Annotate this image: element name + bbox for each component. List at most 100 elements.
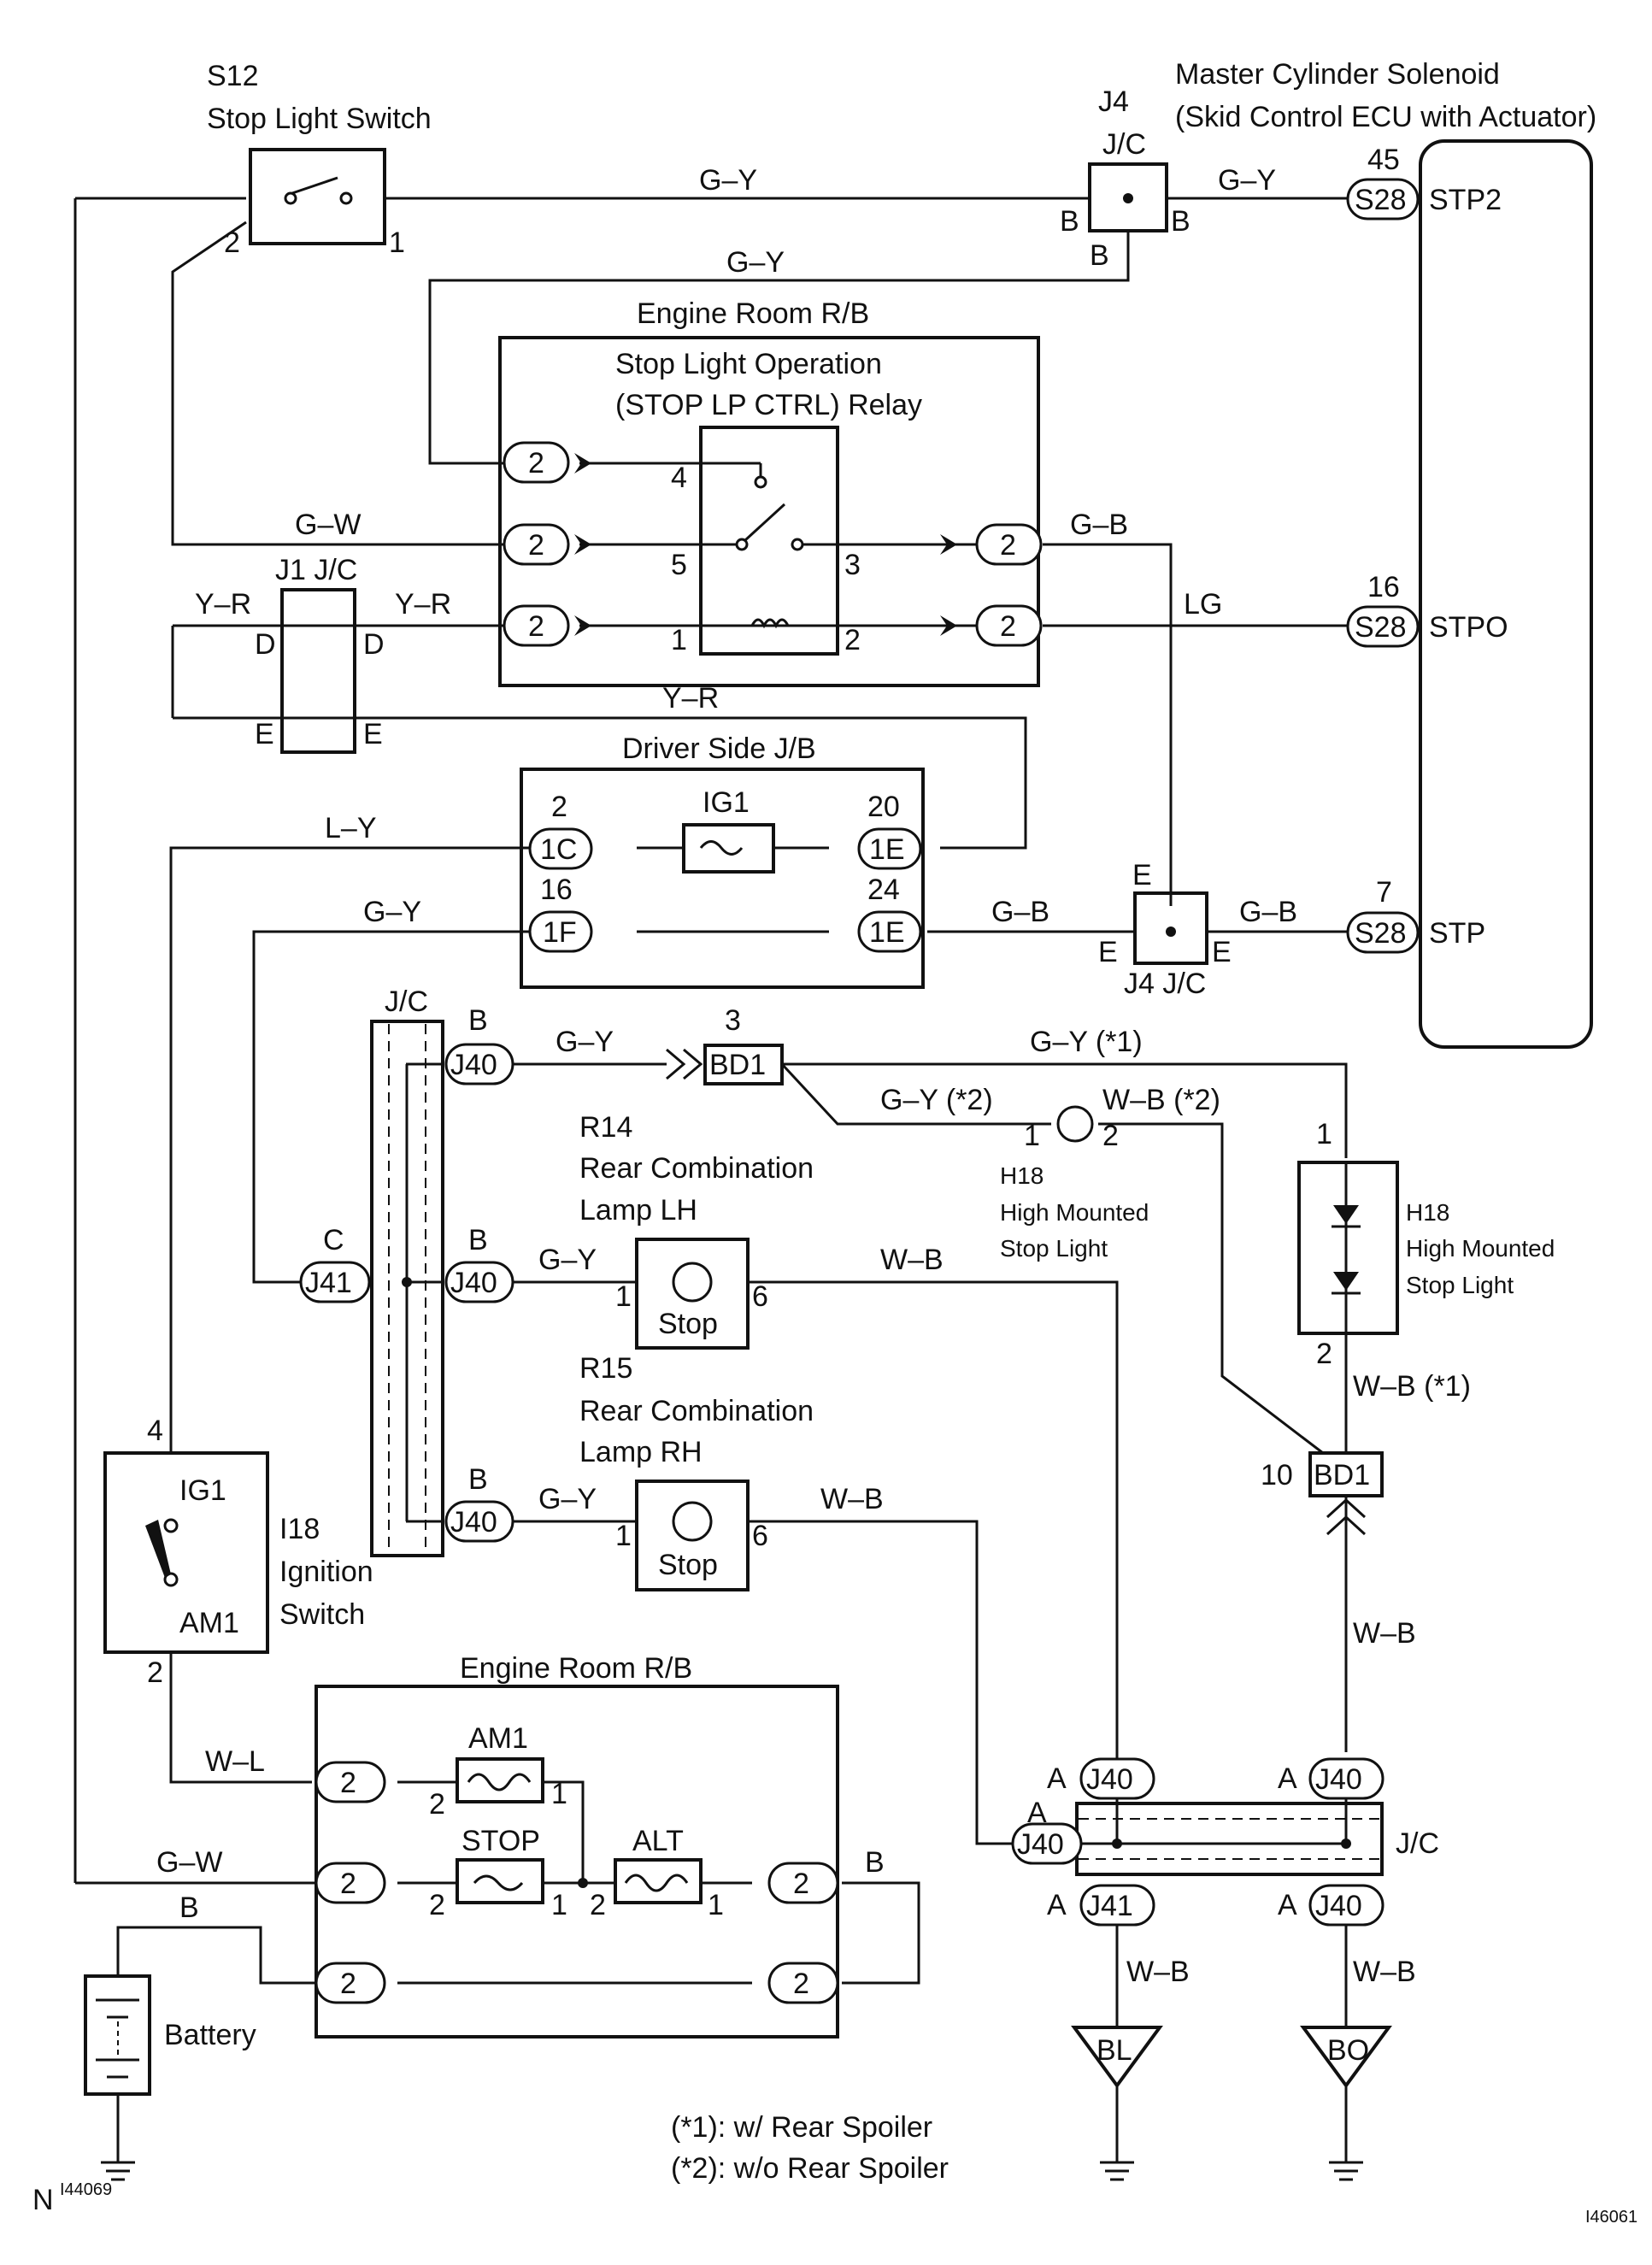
wire-gy-r15: G–Y	[538, 1483, 597, 1515]
s12-id: S12	[207, 60, 259, 92]
erb-c2-d: 2	[793, 1868, 809, 1900]
jc-bottom	[1075, 1802, 1384, 1876]
j40-d: J40	[1086, 1763, 1133, 1796]
am1-fuse-label: AM1	[468, 1722, 528, 1755]
jb-pin16: 16	[540, 874, 573, 906]
relay-line2: (STOP LP CTRL) Relay	[615, 389, 922, 421]
c1c: 1C	[540, 833, 577, 866]
s12-pin1: 1	[389, 226, 405, 259]
wire-gy-relay: G–Y	[726, 246, 785, 279]
wires	[73, 197, 1348, 2162]
note-id-left: I44069	[60, 2180, 112, 2199]
h18-1-id: H18	[1406, 1199, 1449, 1226]
ground-bo: BO	[1327, 2034, 1369, 2067]
battery-label: Battery	[164, 2019, 256, 2051]
component-boxes	[84, 139, 1593, 2181]
j40-f: J40	[1017, 1828, 1064, 1861]
j4-bot-e-left: E	[1098, 936, 1118, 968]
j41-a: J41	[305, 1267, 352, 1299]
stp-label: STP	[1429, 917, 1485, 950]
alt-fuse-label: ALT	[632, 1825, 684, 1857]
j4-junction-top	[1088, 162, 1168, 232]
engine-room-rb-lower	[315, 1685, 839, 2038]
j4-bot-e-right: E	[1212, 936, 1232, 968]
r15-line2: Lamp RH	[579, 1436, 703, 1468]
j4-bottom-label: J4 J/C	[1124, 968, 1206, 1000]
wire-yr-right: Y–R	[395, 588, 451, 621]
jc-b-3: B	[468, 1463, 488, 1496]
ig-pin4: 4	[147, 1415, 163, 1447]
j1-junction	[280, 588, 356, 754]
wire-gb-jb: G–B	[991, 896, 1049, 928]
stop-pin1: 1	[551, 1889, 567, 1921]
i18-line2: Switch	[279, 1598, 365, 1631]
engine-room-rb-upper	[498, 336, 1040, 687]
j40-a: J40	[450, 1049, 497, 1081]
jc-vertical-label: J/C	[385, 985, 428, 1018]
note-n: N	[32, 2184, 54, 2216]
relay-pin5: 5	[671, 549, 687, 581]
j40-c: J40	[450, 1506, 497, 1538]
c1e-b: 1E	[869, 916, 905, 949]
bd1-top: BD1	[709, 1049, 766, 1081]
ground-symbols	[101, 2026, 1392, 2181]
stop-pin2: 2	[429, 1889, 445, 1921]
wire-gy-bd1: G–Y	[556, 1026, 614, 1058]
ig1-fuse	[682, 823, 775, 874]
relay-pin3: 3	[844, 549, 861, 581]
s28-c: S28	[1355, 917, 1407, 950]
ig1-fuse-label: IG1	[703, 786, 750, 819]
stop-fuse	[456, 1858, 544, 1904]
r14-id: R14	[579, 1111, 632, 1144]
driver-jb-title: Driver Side J/B	[622, 732, 816, 765]
j4-top-b-left: B	[1060, 205, 1079, 238]
wire-wb2: W–B (*2)	[1102, 1084, 1220, 1116]
j4-top-jc: J/C	[1102, 128, 1146, 161]
stop-lp-ctrl-relay	[699, 426, 839, 656]
ig-pin2: 2	[147, 1656, 163, 1689]
bd1-bottom: BD1	[1314, 1459, 1370, 1491]
erb-lower-title: Engine Room R/B	[460, 1652, 692, 1685]
rear-combination-lamp-rh	[635, 1480, 750, 1591]
j4-junction-bottom	[1133, 891, 1208, 965]
am1-pin2: 2	[429, 1788, 445, 1821]
j1-e-right: E	[363, 718, 383, 750]
wire-b-erb: B	[865, 1846, 885, 1879]
rear-combination-lamp-lh	[635, 1238, 750, 1350]
relay-pin1: 1	[671, 624, 687, 656]
jb-pin24: 24	[867, 874, 900, 906]
battery-symbol	[84, 1974, 151, 2096]
stp2-label: STP2	[1429, 184, 1502, 216]
wire-gw-relay: G–W	[295, 509, 361, 541]
wire-gb-relay: G–B	[1070, 509, 1128, 541]
wire-gy-jb: G–Y	[363, 896, 421, 928]
s28-b: S28	[1355, 611, 1407, 644]
s28-a: S28	[1355, 184, 1407, 216]
relay-c2-c: 2	[528, 610, 544, 643]
alt-pin1: 1	[708, 1889, 724, 1921]
wire-wb-right: W–B	[1353, 1617, 1416, 1650]
j40-e: J40	[1315, 1763, 1362, 1796]
erb-upper-title: Engine Room R/B	[637, 297, 869, 330]
r14-pin6: 6	[752, 1280, 768, 1313]
bd1-pin10: 10	[1261, 1459, 1293, 1491]
wire-gy1: G–Y (*1)	[1030, 1026, 1143, 1058]
s12-pin2: 2	[224, 226, 240, 259]
wire-gy-r14: G–Y	[538, 1244, 597, 1276]
pin-45: 45	[1367, 144, 1400, 176]
stop-light-switch	[249, 148, 386, 245]
r15-pin1: 1	[615, 1520, 632, 1552]
wire-gy2: G–Y (*2)	[880, 1084, 993, 1116]
jc-vertical	[370, 1020, 444, 1557]
h18-led-w-spoiler	[1297, 1161, 1399, 1335]
wire-ly: L–Y	[325, 812, 377, 844]
r14-stop: Stop	[658, 1308, 718, 1340]
j4-bot-e-top: E	[1132, 859, 1152, 891]
erb-c2-e: 2	[793, 1968, 809, 2000]
alt-pin2: 2	[590, 1889, 606, 1921]
r14-pin1: 1	[615, 1280, 632, 1313]
master-cyl-line1: Master Cylinder Solenoid	[1175, 58, 1500, 91]
bd1-pin3: 3	[725, 1004, 741, 1037]
jc-bot-a-5: A	[1278, 1889, 1297, 1921]
